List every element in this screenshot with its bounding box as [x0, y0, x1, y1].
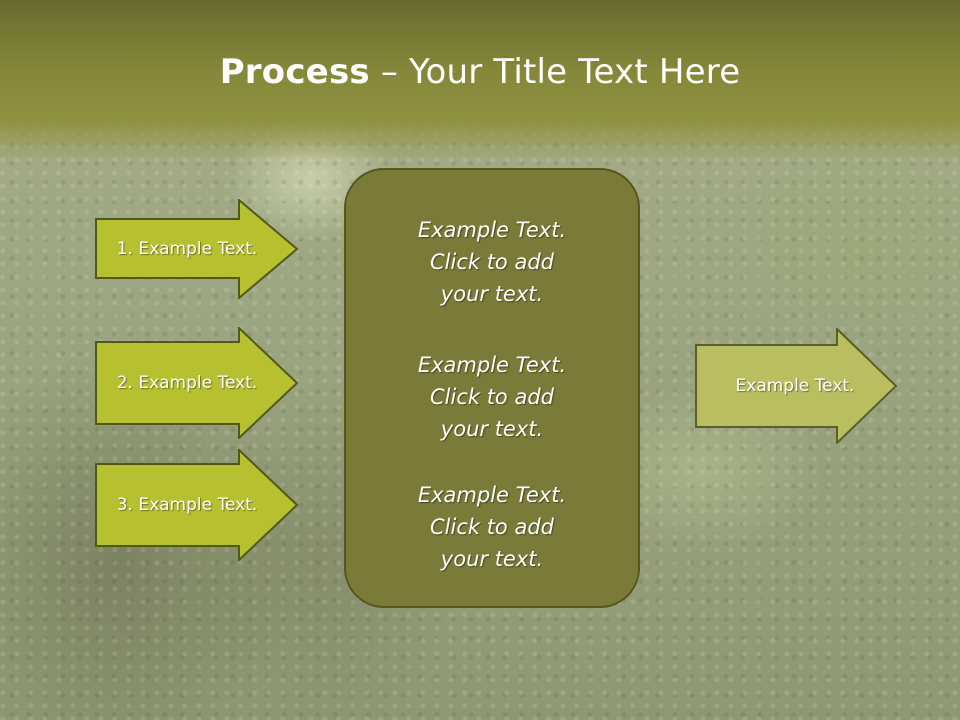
step-label: 2. Example Text. — [116, 373, 258, 393]
step-arrow-3[interactable]: 3. Example Text. — [95, 449, 299, 561]
paragraph-line: Example Text. — [417, 218, 567, 242]
paragraph-line: Click to add — [429, 250, 554, 274]
title-bold: Process — [219, 52, 370, 92]
title-rest: – Your Title Text Here — [369, 52, 741, 92]
title-band — [0, 0, 960, 160]
step-arrow-1[interactable]: 1. Example Text. — [95, 199, 299, 299]
paragraph-line: your text. — [440, 547, 544, 571]
arrow-shape-icon — [695, 328, 898, 444]
slide-title[interactable]: Process – Your Title Text Here — [0, 52, 960, 92]
paragraph-line: your text. — [440, 282, 544, 306]
result-arrow[interactable]: Example Text. — [695, 328, 898, 444]
paragraph-line: Click to add — [429, 515, 554, 539]
step-label: 1. Example Text. — [116, 239, 258, 259]
step-label: 3. Example Text. — [116, 495, 258, 515]
center-paragraph-2: Example Text. Click to add your text. — [346, 349, 638, 445]
arrow-shape-icon — [95, 199, 299, 299]
paragraph-line: your text. — [440, 417, 544, 441]
arrow-shape-icon — [95, 327, 299, 439]
paragraph-line: Example Text. — [417, 353, 567, 377]
center-paragraph-1: Example Text. Click to add your text. — [346, 214, 638, 310]
center-text-box[interactable]: Example Text. Click to add your text. Ex… — [344, 168, 640, 608]
step-arrow-2[interactable]: 2. Example Text. — [95, 327, 299, 439]
result-label: Example Text. — [735, 376, 855, 396]
arrow-shape-icon — [95, 449, 299, 561]
paragraph-line: Click to add — [429, 385, 554, 409]
paragraph-line: Example Text. — [417, 483, 567, 507]
center-paragraph-3: Example Text. Click to add your text. — [346, 479, 638, 575]
